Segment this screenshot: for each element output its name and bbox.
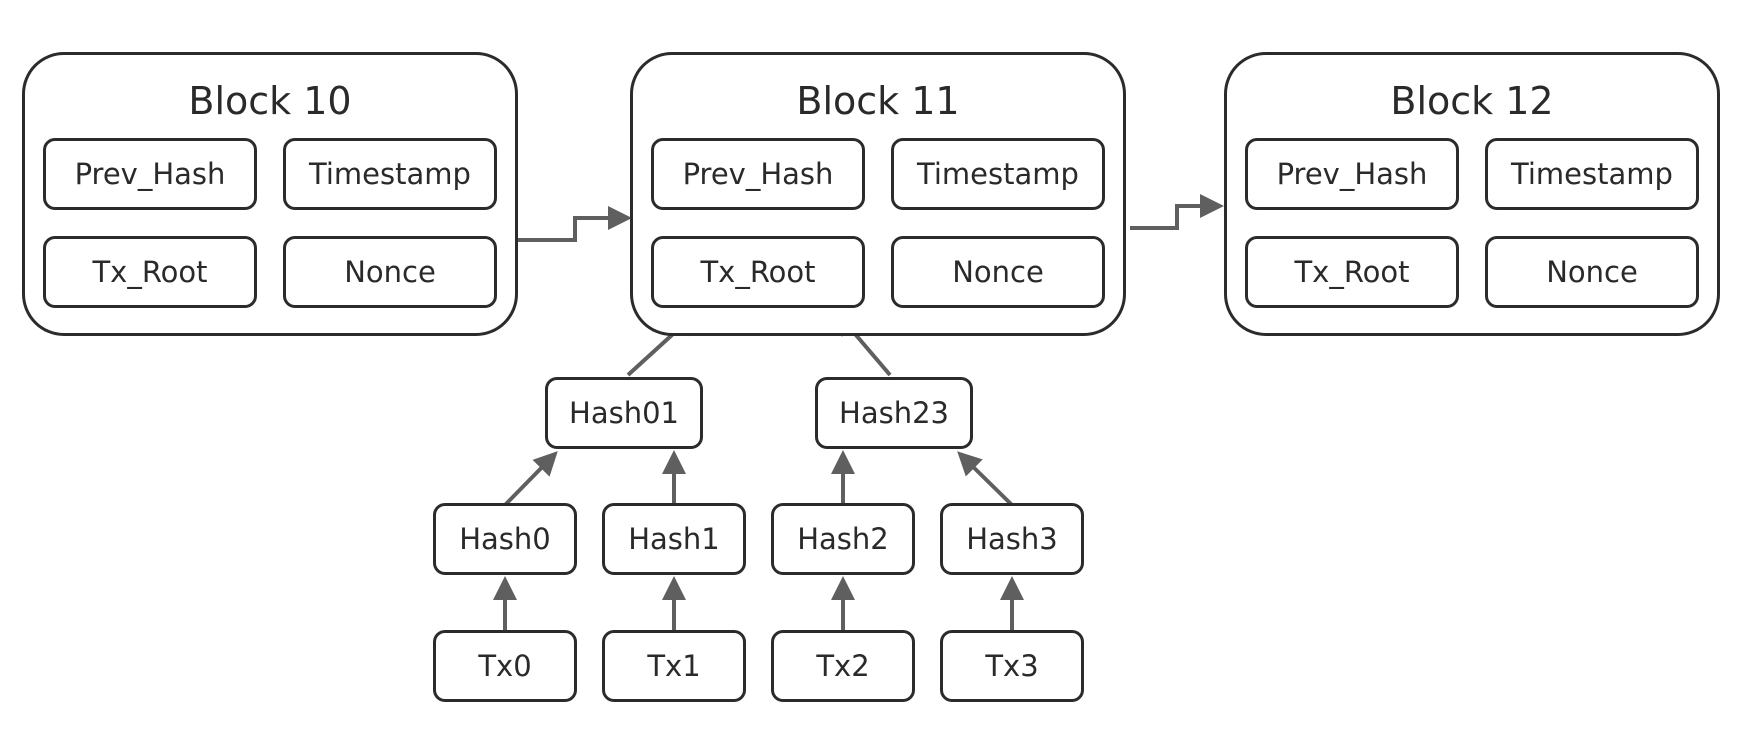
block-10: Block 10 Prev_Hash Timestamp Tx_Root Non… xyxy=(22,52,518,336)
transaction-tx0: Tx0 xyxy=(433,630,577,702)
transaction-tx2: Tx2 xyxy=(771,630,915,702)
arrow-hash0-to-hash01 xyxy=(503,451,558,507)
block-title: Block 10 xyxy=(188,79,352,123)
prev-hash-field: Prev_Hash xyxy=(651,138,865,210)
arrow-hash3-to-hash23 xyxy=(957,451,1014,507)
block-12: Block 12 Prev_Hash Timestamp Tx_Root Non… xyxy=(1224,52,1720,336)
nonce-field: Nonce xyxy=(1485,236,1699,308)
merkle-node-hash3: Hash3 xyxy=(940,503,1084,575)
nonce-field: Nonce xyxy=(283,236,497,308)
transaction-tx3: Tx3 xyxy=(940,630,1084,702)
merkle-node-hash1: Hash1 xyxy=(602,503,746,575)
prev-hash-field: Prev_Hash xyxy=(1245,138,1459,210)
tx-root-field: Tx_Root xyxy=(43,236,257,308)
merkle-node-hash0: Hash0 xyxy=(433,503,577,575)
merkle-node-hash2: Hash2 xyxy=(771,503,915,575)
block-title: Block 12 xyxy=(1390,79,1554,123)
timestamp-field: Timestamp xyxy=(283,138,497,210)
prev-hash-field: Prev_Hash xyxy=(43,138,257,210)
tx-root-field: Tx_Root xyxy=(1245,236,1459,308)
transaction-tx1: Tx1 xyxy=(602,630,746,702)
tx-root-field: Tx_Root xyxy=(651,236,865,308)
nonce-field: Nonce xyxy=(891,236,1105,308)
chain-arrow-block10-to-block11 xyxy=(516,206,632,242)
merkle-node-hash23: Hash23 xyxy=(815,377,973,449)
timestamp-field: Timestamp xyxy=(1485,138,1699,210)
timestamp-field: Timestamp xyxy=(891,138,1105,210)
chain-arrow-block11-to-block12 xyxy=(1130,194,1224,230)
block-title: Block 11 xyxy=(796,79,960,123)
block-11: Block 11 Prev_Hash Timestamp Tx_Root Non… xyxy=(630,52,1126,336)
merkle-node-hash01: Hash01 xyxy=(545,377,703,449)
